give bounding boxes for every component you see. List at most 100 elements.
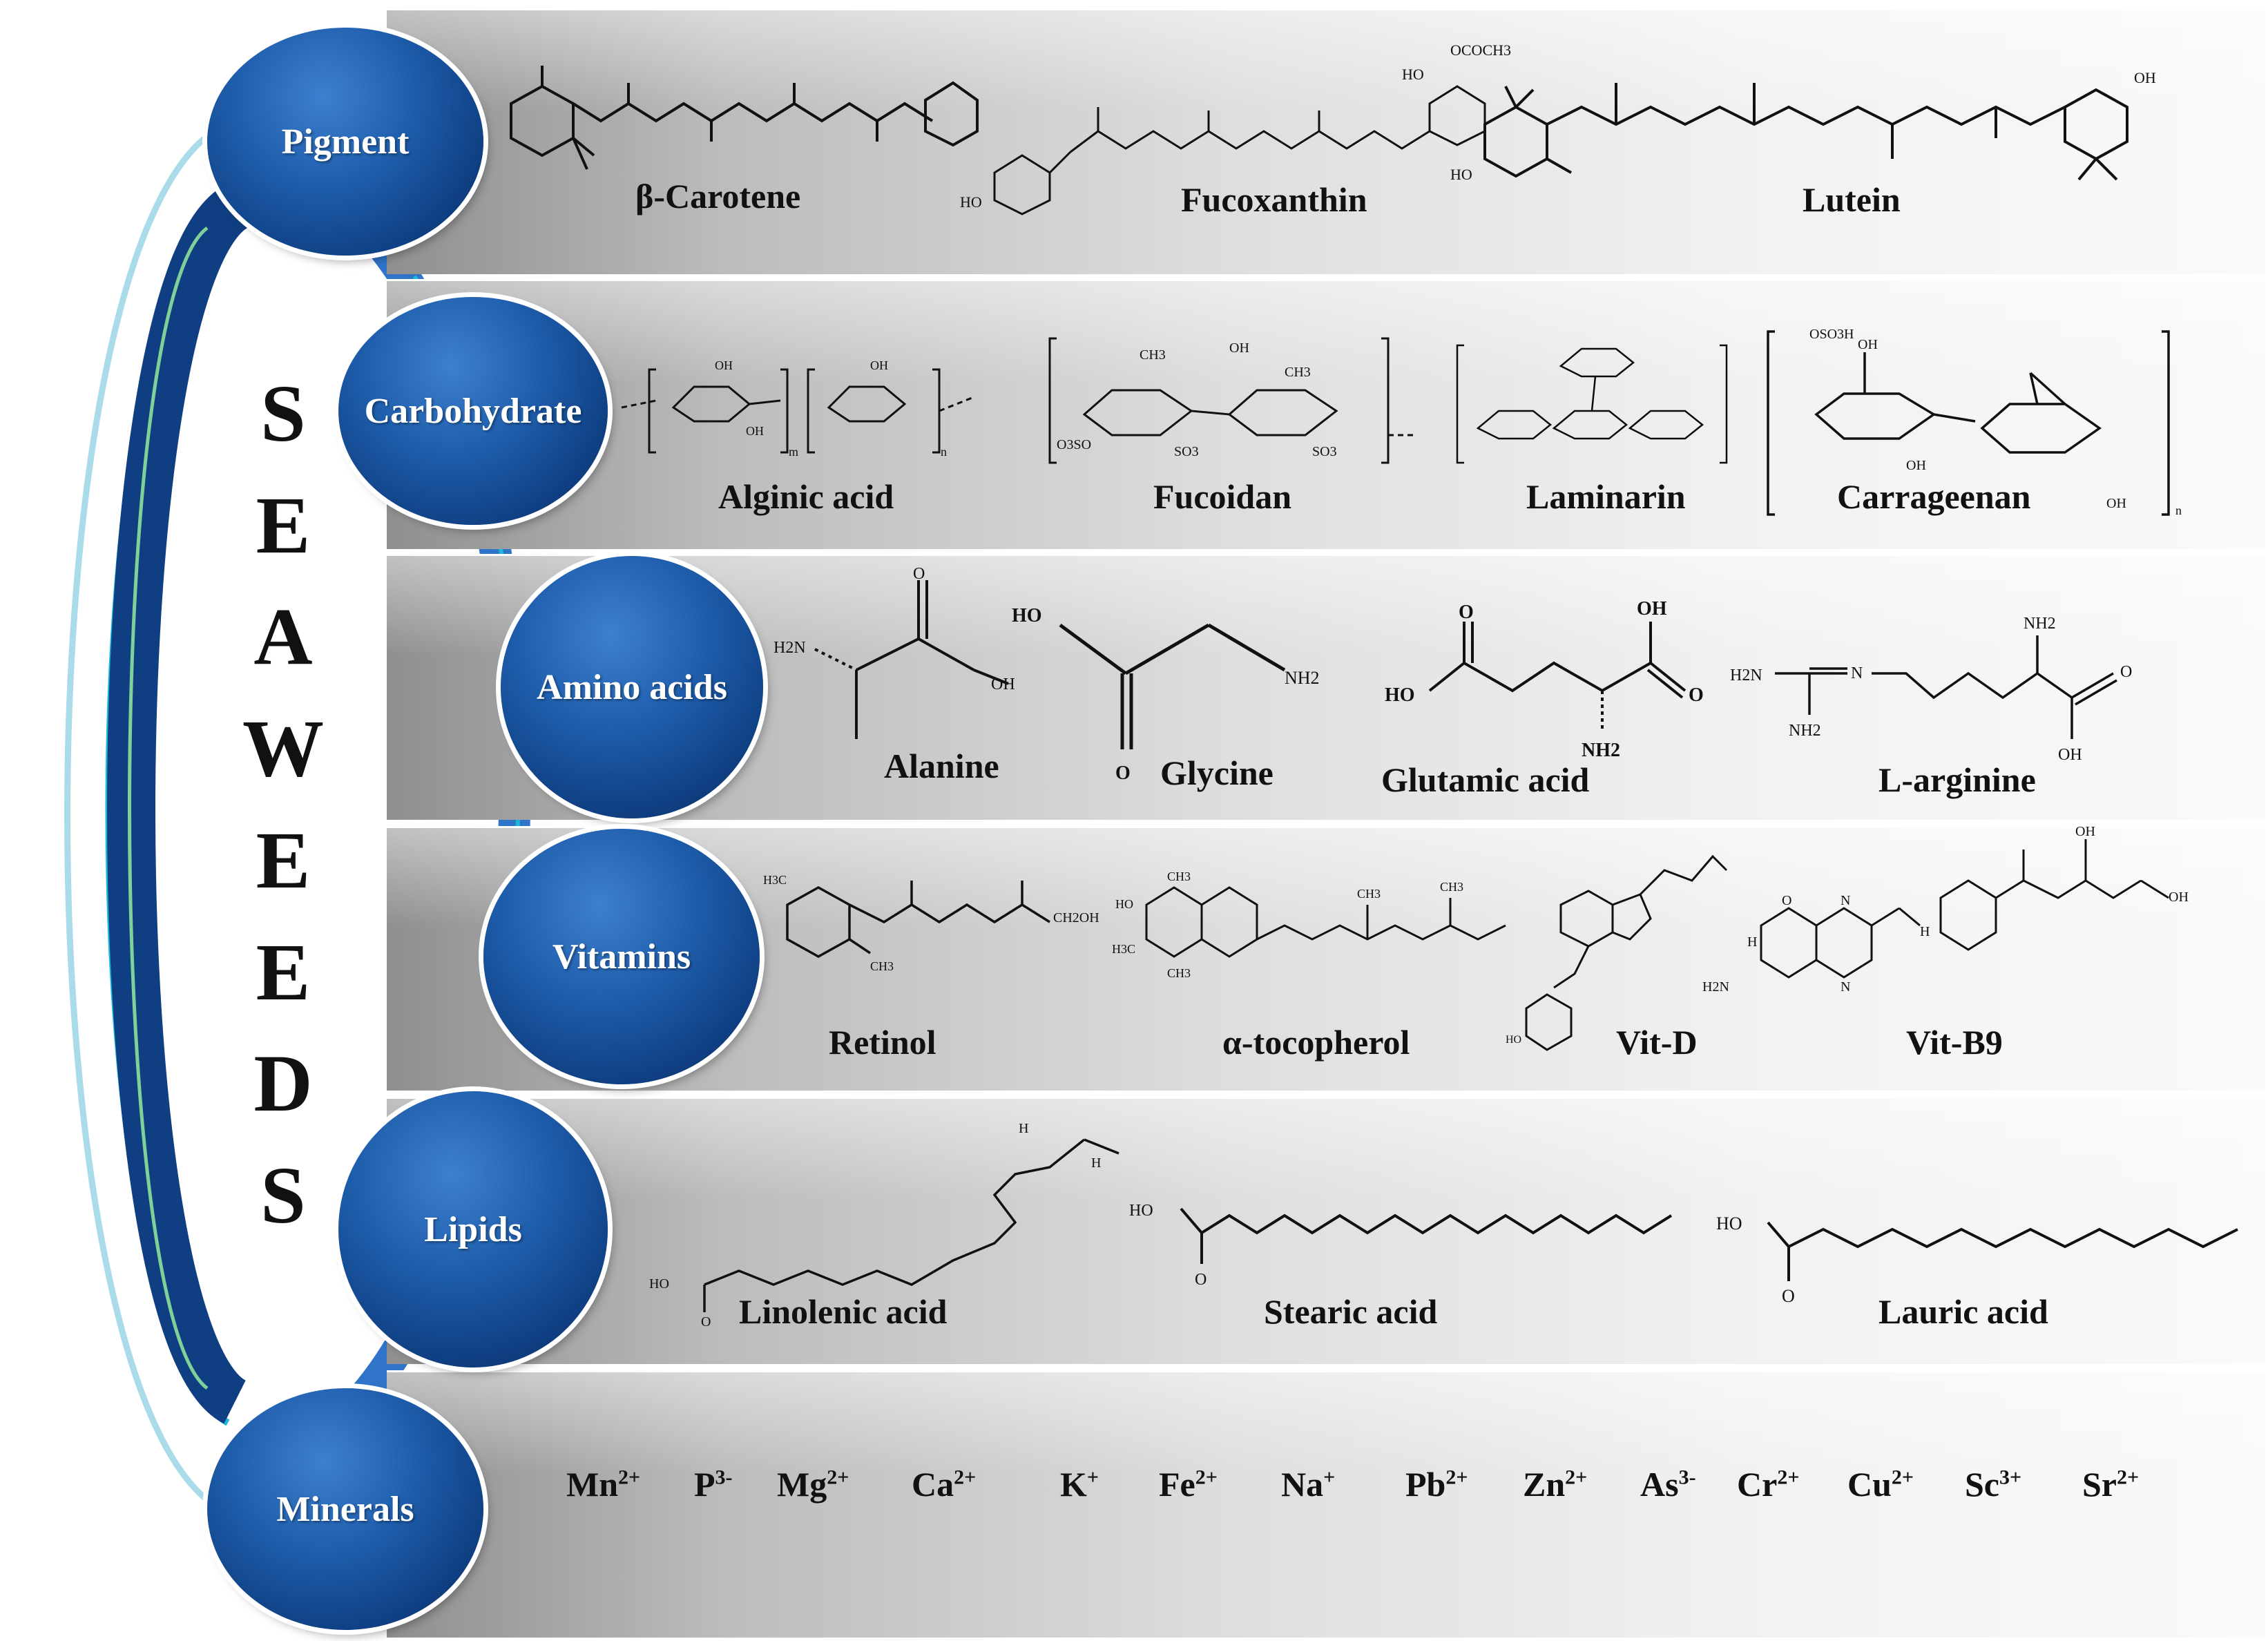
title-letter: W bbox=[242, 703, 324, 794]
category-pigment: Pigment bbox=[207, 28, 483, 256]
label-ho: HO bbox=[1385, 684, 1415, 706]
label-n: N bbox=[1851, 664, 1863, 682]
compound-alanine: Alanine bbox=[884, 747, 999, 785]
structure-alpha-tocopherol: HO CH3 H3C CH3 CH3 CH3 bbox=[1112, 870, 1506, 980]
label-nh2: NH2 bbox=[2024, 615, 2056, 633]
label-ho: HO bbox=[1129, 1202, 1153, 1220]
title-letter: S bbox=[260, 1149, 306, 1240]
compound-carrageenan: Carrageenan bbox=[1837, 477, 2031, 516]
structure-lauric-acid: HO O bbox=[1716, 1213, 2238, 1305]
category-vitamins-label: Vitamins bbox=[552, 937, 691, 977]
label-ch3: CH3 bbox=[1440, 880, 1463, 894]
label-oh: OH bbox=[1229, 340, 1249, 356]
band-minerals bbox=[387, 1370, 2265, 1638]
compound-fucoxanthin: Fucoxanthin bbox=[1181, 180, 1367, 219]
label-h: H bbox=[1019, 1121, 1028, 1136]
label-h2n: H2N bbox=[1702, 979, 1729, 995]
label-o: O bbox=[1115, 762, 1131, 784]
label-ch3: CH3 bbox=[870, 959, 894, 973]
label-nh2: NH2 bbox=[1789, 722, 1821, 740]
structure-l-arginine: H2N N NH2 NH2 O OH bbox=[1730, 615, 2132, 764]
mineral-ion: Sr2+ bbox=[2082, 1465, 2140, 1504]
mineral-ion: Mn2+ bbox=[566, 1465, 641, 1504]
label-nh2: NH2 bbox=[1582, 740, 1620, 760]
band-carbohydrate bbox=[387, 279, 2265, 549]
title-letter: E bbox=[256, 479, 311, 570]
label-ho: HO bbox=[1716, 1213, 1742, 1234]
structure-glycine: HO NH2 O bbox=[1012, 605, 1320, 784]
label-oso3h: OSO3H bbox=[1809, 327, 1854, 342]
label-o: O bbox=[913, 566, 925, 583]
mineral-list: Mn2+ P3- Mg2+ Ca2+ K+ Fe2+ Na+ Pb2+ Zn2+… bbox=[566, 1464, 2155, 1526]
structure-vit-d: HO bbox=[1506, 854, 1728, 1051]
compound-retinol: Retinol bbox=[829, 1023, 936, 1062]
label-o: O bbox=[1782, 893, 1791, 908]
structure-fucoidan: CH3 CH3 OH O3SO SO3 SO3 bbox=[1048, 337, 1416, 464]
label-ho: HO bbox=[960, 193, 982, 211]
label-o: O bbox=[1782, 1286, 1795, 1305]
label-m: m bbox=[789, 445, 798, 459]
label-o3so: O3SO bbox=[1057, 437, 1091, 452]
structure-alginic-acid: OH OH OH m n bbox=[621, 358, 974, 459]
label-o: O bbox=[701, 1314, 711, 1330]
label-ho: HO bbox=[649, 1276, 669, 1292]
label-oh: OH bbox=[991, 675, 1015, 693]
compound-beta-carotene: β-Carotene bbox=[635, 177, 801, 215]
label-h: H bbox=[1091, 1155, 1101, 1171]
label-o: O bbox=[1459, 602, 1474, 623]
mineral-ion: Cu2+ bbox=[1847, 1465, 1914, 1504]
label-n: N bbox=[1841, 979, 1850, 995]
main-blue-arc bbox=[107, 186, 249, 1424]
compound-glycine: Glycine bbox=[1160, 754, 1274, 792]
label-oh: OH bbox=[715, 358, 733, 372]
label-o: O bbox=[1195, 1271, 1207, 1289]
category-carbohydrate-label: Carbohydrate bbox=[364, 391, 582, 431]
compound-glutamic-acid: Glutamic acid bbox=[1381, 760, 1590, 799]
label-ch3: CH3 bbox=[1140, 347, 1166, 363]
label-oh: OH bbox=[746, 424, 764, 438]
compound-vit-d: Vit-D bbox=[1616, 1023, 1698, 1062]
label-n: n bbox=[941, 445, 947, 459]
title-letter: S bbox=[260, 368, 306, 459]
mineral-ion: Fe2+ bbox=[1159, 1465, 1218, 1504]
mineral-ion: Sc3+ bbox=[1965, 1465, 2022, 1504]
compound-lauric-acid: Lauric acid bbox=[1878, 1292, 2048, 1331]
mineral-ion: P3- bbox=[694, 1465, 733, 1504]
structure-vit-b9: O H N N H2N H OH OH bbox=[1702, 824, 2189, 995]
structure-glutamic-acid: O HO OH O NH2 bbox=[1385, 598, 1704, 760]
label-ch3: CH3 bbox=[1357, 887, 1381, 901]
compound-stearic-acid: Stearic acid bbox=[1264, 1292, 1438, 1331]
category-minerals-label: Minerals bbox=[276, 1489, 414, 1529]
structure-retinol: H3C CH3 CH2OH bbox=[763, 873, 1099, 973]
label-hn: H bbox=[1747, 934, 1757, 950]
label-ho: HO bbox=[1450, 166, 1472, 183]
category-lipids-label: Lipids bbox=[424, 1209, 522, 1249]
structure-fucoxanthin: HO HO OCOCH3 bbox=[960, 41, 1511, 215]
compound-fucoidan: Fucoidan bbox=[1153, 477, 1292, 516]
title-letter: D bbox=[253, 1038, 313, 1129]
label-ho: HO bbox=[1506, 1034, 1521, 1046]
mineral-ion: K+ bbox=[1060, 1465, 1099, 1504]
label-o: O bbox=[1689, 684, 1704, 706]
label-n: n bbox=[2175, 503, 2182, 517]
structure-beta-carotene bbox=[510, 66, 979, 170]
label-oh: OH bbox=[2075, 824, 2095, 839]
mineral-ion: Mg2+ bbox=[777, 1465, 849, 1504]
mineral-ion: Cr2+ bbox=[1737, 1465, 1800, 1504]
label-ch3: CH3 bbox=[1167, 870, 1191, 883]
mineral-ion: As3- bbox=[1640, 1465, 1696, 1504]
title-letter: E bbox=[256, 926, 311, 1017]
mineral-ion: Pb2+ bbox=[1405, 1465, 1468, 1504]
mineral-ion: Zn2+ bbox=[1523, 1465, 1588, 1504]
label-o: O bbox=[2120, 663, 2132, 681]
compound-laminarin: Laminarin bbox=[1526, 477, 1686, 516]
compound-linolenic-acid: Linolenic acid bbox=[739, 1292, 948, 1331]
label-ho: HO bbox=[1012, 605, 1042, 626]
category-pigment-label: Pigment bbox=[281, 122, 410, 162]
label-ch2oh: CH2OH bbox=[1053, 910, 1099, 925]
compound-alpha-tocopherol: α-tocopherol bbox=[1222, 1023, 1410, 1062]
title-letter: A bbox=[253, 591, 313, 682]
band-lipids bbox=[387, 1097, 2265, 1364]
structure-stearic-acid: HO O bbox=[1129, 1202, 1673, 1289]
mineral-ion: Ca2+ bbox=[912, 1465, 977, 1504]
